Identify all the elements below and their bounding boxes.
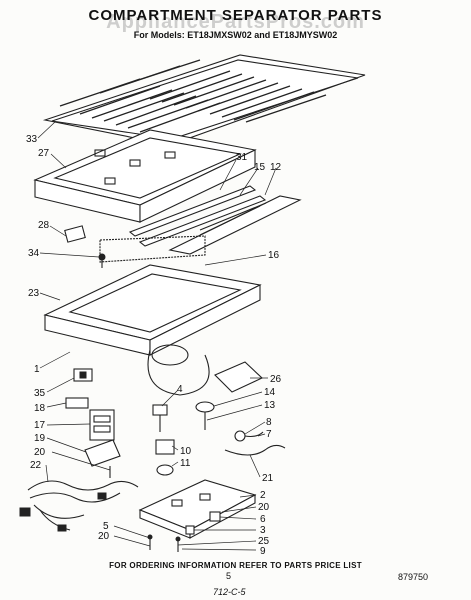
leader-lines — [37, 121, 277, 551]
callout-4: 4 — [177, 384, 183, 395]
callout-7: 7 — [266, 429, 272, 440]
callout-9: 9 — [260, 546, 266, 557]
callout-20b: 20 — [258, 502, 270, 513]
callout-16: 16 — [268, 250, 280, 261]
handwritten-note: 712-C-5 — [213, 587, 246, 597]
part-separator-pan — [43, 264, 262, 396]
callout-28: 28 — [38, 220, 50, 231]
part-switch — [73, 368, 93, 382]
part-side-rails — [128, 185, 302, 255]
callout-22: 22 — [30, 460, 42, 471]
callout-26: 26 — [270, 374, 282, 385]
diagram-title: COMPARTMENT SEPARATOR PARTS — [88, 7, 383, 24]
part-clip — [209, 511, 221, 522]
part-wire-harness — [19, 480, 139, 532]
part-gasket — [99, 235, 206, 263]
callout-12: 12 — [270, 162, 282, 173]
callout-18: 18 — [34, 403, 46, 414]
part-sensor — [234, 430, 264, 442]
callout-17: 17 — [34, 420, 46, 431]
page-number: 5 — [226, 571, 232, 581]
callout-11: 11 — [180, 458, 191, 469]
part-small-fastener — [185, 525, 195, 535]
part-damper — [152, 404, 168, 432]
part-bottom-screws — [147, 534, 181, 552]
part-foam — [214, 361, 263, 393]
callout-2: 2 — [260, 490, 266, 501]
part-bottom-cover — [138, 479, 257, 539]
callout-5: 5 — [103, 521, 109, 532]
part-control-housing — [89, 409, 115, 441]
callout-21: 21 — [262, 473, 274, 484]
callout-34: 34 — [28, 248, 40, 259]
part-bezel — [65, 397, 89, 409]
callout-31: 31 — [236, 152, 248, 163]
document-number: 879750 — [398, 572, 429, 582]
part-separator-frame — [33, 129, 257, 223]
callout-3: 3 — [260, 525, 266, 536]
callout-13: 13 — [264, 400, 276, 411]
callout-19: 19 — [34, 433, 46, 444]
part-bracket — [84, 439, 121, 467]
ordering-info: FOR ORDERING INFORMATION REFER TO PARTS … — [109, 561, 362, 570]
callout-27: 27 — [38, 148, 50, 159]
callout-20c: 20 — [98, 531, 110, 542]
callout-35: 35 — [34, 388, 46, 399]
callout-8: 8 — [266, 417, 272, 428]
callout-25: 25 — [258, 536, 270, 547]
callout-33: 33 — [26, 134, 38, 145]
callout-6: 6 — [260, 514, 266, 525]
part-control-knob — [155, 439, 175, 476]
callout-20a: 20 — [34, 447, 46, 458]
part-cable — [224, 444, 286, 456]
callout-labels: 33 27 31 15 12 28 34 16 23 1 26 35 4 14 … — [26, 134, 282, 557]
model-numbers: For Models: ET18JMXSW02 and ET18JMYSW02 — [133, 30, 338, 40]
part-thermostat — [195, 401, 215, 430]
watermark: AppliancePartsPros.com — [106, 11, 365, 33]
callout-14: 14 — [264, 387, 276, 398]
callout-15: 15 — [254, 162, 266, 173]
callout-23: 23 — [28, 288, 40, 299]
part-grille — [42, 54, 366, 146]
callout-10: 10 — [180, 446, 192, 457]
part-block — [64, 225, 86, 243]
callout-1: 1 — [34, 364, 40, 375]
